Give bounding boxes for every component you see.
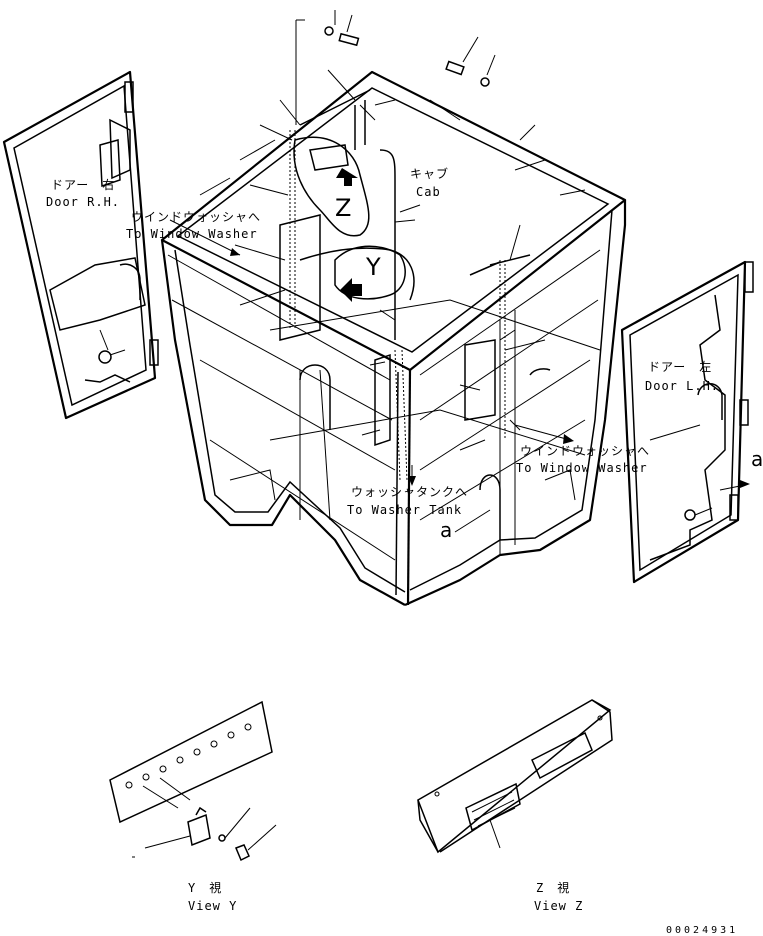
view-y-en-label: View Y bbox=[188, 899, 237, 913]
door-rh-en-label: Door R.H. bbox=[46, 195, 120, 209]
washer-left-en-label: To Window Washer bbox=[126, 227, 258, 241]
arrow-y-icon bbox=[340, 278, 362, 302]
door-rh-jp-label: ドアー 右 bbox=[51, 177, 115, 192]
tank-en-label: To Washer Tank bbox=[347, 503, 462, 517]
door-lh-jp-label: ドアー 左 bbox=[648, 359, 712, 374]
door-rh bbox=[2, 70, 159, 420]
door-lh bbox=[620, 260, 754, 584]
letter-a-left: a bbox=[440, 518, 452, 542]
y-detail-callout: Y bbox=[334, 245, 406, 302]
cab-body bbox=[160, 70, 627, 607]
arrow-z-icon bbox=[336, 168, 358, 186]
leader-lines bbox=[234, 69, 546, 451]
arrow-tank-icon bbox=[408, 476, 416, 486]
z-detail-callout: Z bbox=[293, 136, 370, 237]
letter-z: Z bbox=[335, 194, 351, 222]
washer-right-jp-label: ウインドウォッシャへ bbox=[520, 444, 650, 458]
view-z-jp-label: Z 視 bbox=[536, 880, 570, 895]
washer-right-en-label: To Window Washer bbox=[516, 461, 648, 475]
tank-jp-label: ウォッシャタンクへ bbox=[351, 485, 468, 499]
cab-jp-label: キャブ bbox=[410, 166, 449, 181]
view-y-jp-label: Y 視 bbox=[188, 880, 222, 895]
drawing-number: 00024931 bbox=[666, 925, 738, 936]
letter-a-right: a bbox=[751, 447, 763, 471]
top-fasteners bbox=[295, 10, 496, 125]
washer-arrows bbox=[169, 219, 750, 491]
view-z-en-label: View Z bbox=[534, 899, 583, 913]
washer-left-jp-label: ウインドウォッシャへ bbox=[131, 210, 261, 224]
letter-y: Y bbox=[365, 253, 381, 281]
view-y-detail bbox=[109, 700, 277, 862]
door-lh-en-label: Door L.H. bbox=[645, 379, 719, 393]
cab-en-label: Cab bbox=[416, 185, 441, 199]
view-z-detail bbox=[417, 699, 613, 854]
